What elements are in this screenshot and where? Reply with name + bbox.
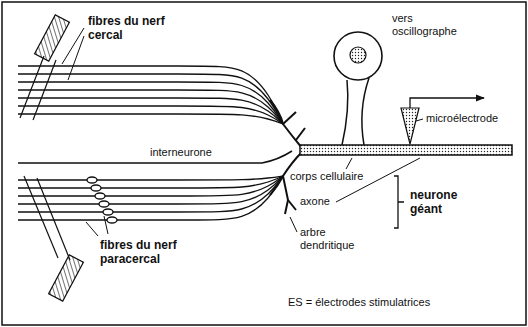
paracercal-fibre [18,176,283,212]
stimulating-electrode [24,176,83,301]
oscillograph-arrow [410,98,484,108]
nucleus [350,47,366,63]
cercal-fibre [18,98,283,124]
sensory-cell [107,217,117,223]
cercal-fibre [18,106,283,124]
paracercal-fibre [18,176,283,204]
cercal-fibre [18,74,283,124]
paracercal-fibre [18,176,283,188]
nerve-fibres [18,66,283,223]
part-label: interneurone [150,146,212,159]
giant-axon [300,145,512,155]
paracercal-fibre [18,176,283,220]
paracercal-fibre [18,176,283,180]
cercal-fibre [18,82,283,124]
nerve-label: fibres du nerf cercal [88,14,168,42]
legend-note: ES = électrodes stimulatrices [288,296,430,309]
cercal-fibre [18,114,283,124]
sensory-cell [95,193,105,199]
sensory-cell [91,185,101,191]
part-label: microélectrode [426,112,498,125]
cercal-fibre [18,90,283,124]
dendritic-tree [270,100,305,214]
stimulating-electrode [20,15,69,120]
sensory-cell [103,209,113,215]
cercal-fibre [18,66,283,124]
output-label: vers oscillographe [392,12,470,38]
nerve-label: fibres du nerf paracercal [100,238,178,266]
cell-body [334,32,382,80]
group-label: neurone géant [410,188,490,216]
paracercal-fibre [18,176,283,196]
bracket [394,176,404,228]
microelectrode-symbol [401,108,419,144]
sensory-cell [99,201,109,207]
sensory-cell [87,177,97,183]
part-label: arbre dendritique [300,226,380,252]
leader-lines [62,28,423,236]
cell-neck [342,78,369,145]
part-label: corps cellulaire [290,170,363,183]
part-label: axone [300,195,330,208]
